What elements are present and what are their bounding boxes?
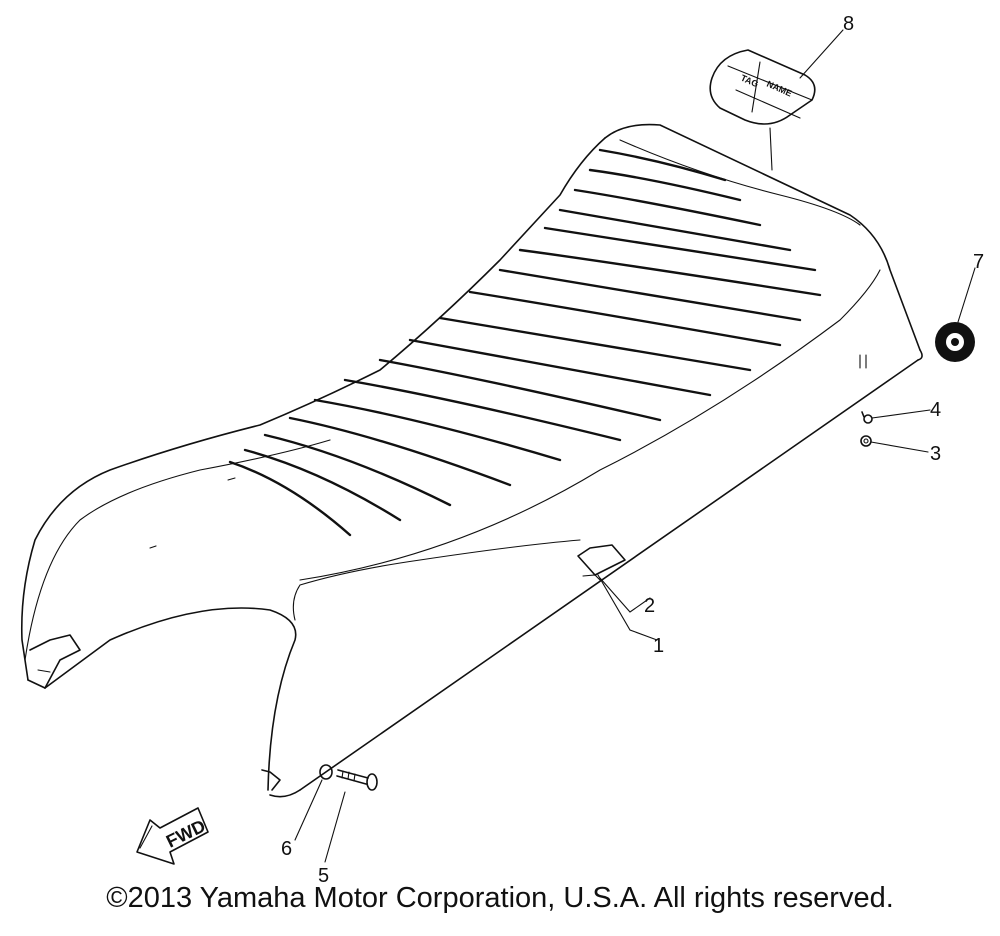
seat-assembly bbox=[20, 123, 923, 798]
tag-label-b: NAME bbox=[765, 79, 793, 99]
callout-7: 7 bbox=[973, 251, 984, 273]
callout-2: 2 bbox=[644, 595, 655, 617]
seat-pleats bbox=[228, 148, 822, 537]
callout-8: 8 bbox=[843, 13, 854, 35]
washer-nut-parts bbox=[860, 411, 873, 447]
callout-3: 3 bbox=[930, 443, 941, 465]
grommet-part bbox=[935, 322, 975, 362]
bolt-washer-parts bbox=[319, 764, 378, 791]
tag-label-a: TAG bbox=[739, 73, 760, 90]
callout-1: 1 bbox=[653, 635, 664, 657]
leader-lines bbox=[294, 29, 976, 863]
fwd-label: FWD bbox=[163, 816, 209, 852]
callouts: 8 7 4 3 2 1 6 5 bbox=[281, 13, 984, 887]
name-tag-part: TAG NAME bbox=[709, 49, 816, 125]
copyright-notice: ©2013 Yamaha Motor Corporation, U.S.A. A… bbox=[106, 882, 894, 914]
fwd-arrow: FWD bbox=[136, 807, 209, 865]
callout-6: 6 bbox=[281, 838, 292, 860]
callout-4: 4 bbox=[930, 399, 941, 421]
callout-5: 5 bbox=[318, 865, 329, 887]
